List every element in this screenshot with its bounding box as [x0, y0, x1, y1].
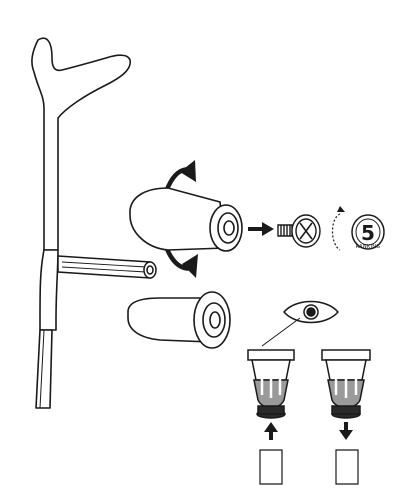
- tube-stub-left: [260, 450, 282, 484]
- armrest-pad-detached: [128, 292, 230, 348]
- screw-icon: [278, 215, 320, 247]
- crutch-handle: [58, 256, 156, 278]
- eye-icon: [262, 302, 338, 347]
- crutch-icon: [32, 38, 130, 408]
- knob-number: 5: [361, 221, 375, 245]
- small-rotation-arrow-icon: [333, 206, 346, 250]
- insert-arrow: [248, 222, 274, 236]
- adjuster-knob: 5 RANKING: [352, 215, 384, 250]
- up-arrow-icon: [264, 422, 278, 440]
- rubber-tip-icon: [248, 350, 294, 418]
- armrest-pad-icon: [130, 188, 242, 251]
- tube-stub-right: [336, 450, 358, 484]
- rubber-tip-right: [322, 350, 370, 418]
- down-arrow-icon: [339, 422, 353, 440]
- knob-ring-text: RANKING: [356, 244, 381, 250]
